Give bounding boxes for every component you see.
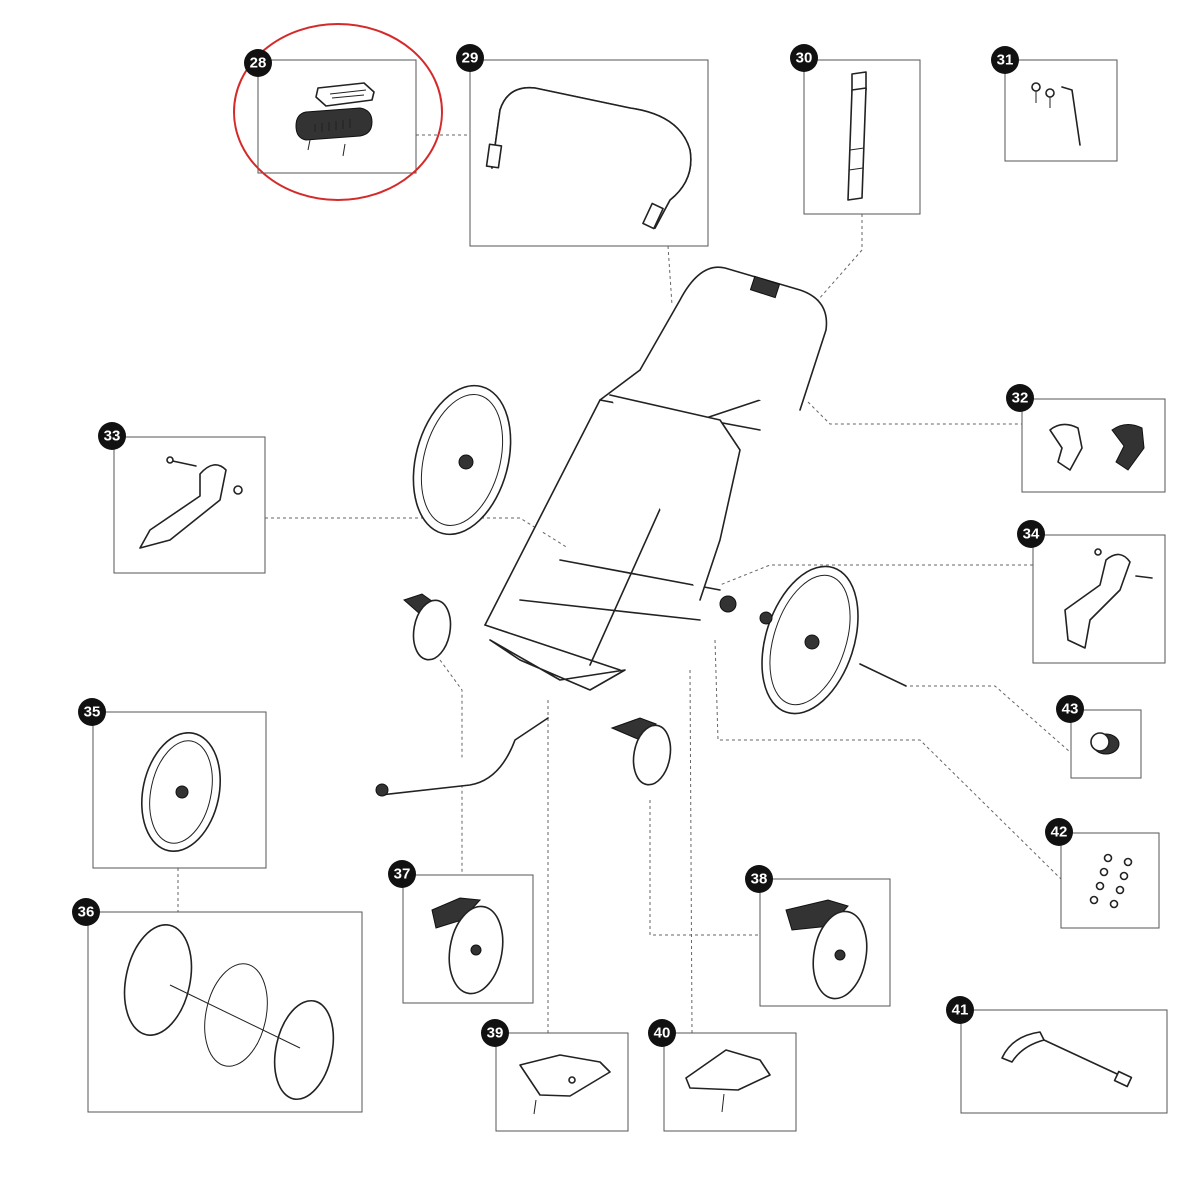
part-40-mount xyxy=(685,1049,771,1113)
svg-text:39: 39 xyxy=(487,1025,504,1042)
callout-39[interactable]: 39 xyxy=(481,1019,509,1047)
callout-36[interactable]: 36 xyxy=(72,898,100,926)
box-31[interactable] xyxy=(1004,59,1118,162)
part-33-left-arm xyxy=(139,456,243,549)
callout-35[interactable]: 35 xyxy=(78,698,106,726)
part-43-cap xyxy=(1090,732,1120,755)
callout-42[interactable]: 42 xyxy=(1045,818,1073,846)
highlight-circle xyxy=(233,23,443,201)
callout-33[interactable]: 33 xyxy=(98,422,126,450)
svg-text:42: 42 xyxy=(1051,824,1068,841)
part-36-tire-set xyxy=(123,924,335,1101)
callout-34[interactable]: 34 xyxy=(1017,520,1045,548)
part-39-mount xyxy=(519,1054,611,1115)
svg-text:30: 30 xyxy=(796,50,813,67)
box-41[interactable] xyxy=(960,1009,1168,1114)
svg-text:31: 31 xyxy=(997,52,1014,69)
svg-text:35: 35 xyxy=(84,704,101,721)
svg-text:37: 37 xyxy=(394,866,411,883)
part-42-bolts xyxy=(1089,853,1133,909)
svg-text:40: 40 xyxy=(654,1025,671,1042)
leader-lines xyxy=(177,134,1071,1034)
part-34-right-arm xyxy=(1064,548,1153,649)
callout-43[interactable]: 43 xyxy=(1056,695,1084,723)
part-37-stroller-wheel xyxy=(431,897,504,995)
part-35-rear-wheel xyxy=(140,731,222,853)
callout-28[interactable]: 28 xyxy=(244,49,272,77)
svg-text:32: 32 xyxy=(1012,390,1029,407)
callout-38[interactable]: 38 xyxy=(745,865,773,893)
callout-31[interactable]: 31 xyxy=(991,46,1019,74)
svg-text:34: 34 xyxy=(1023,526,1040,543)
main-frame-assembly xyxy=(375,266,907,797)
callout-40[interactable]: 40 xyxy=(648,1019,676,1047)
part-41-axle xyxy=(1001,1031,1133,1088)
callout-41[interactable]: 41 xyxy=(946,996,974,1024)
svg-text:36: 36 xyxy=(78,904,95,921)
svg-text:38: 38 xyxy=(751,871,768,888)
part-32-clips xyxy=(1049,423,1145,471)
part-30-wrist-strap xyxy=(847,71,867,201)
callout-badges: 28 29 30 31 32 33 34 35 36 37 38 39 40 4… xyxy=(72,44,1084,1047)
svg-text:41: 41 xyxy=(952,1002,969,1019)
svg-text:28: 28 xyxy=(250,55,267,72)
callout-30[interactable]: 30 xyxy=(790,44,818,72)
part-28-grip-clip xyxy=(295,82,375,157)
svg-text:43: 43 xyxy=(1062,701,1079,718)
svg-text:29: 29 xyxy=(462,50,479,67)
box-42[interactable] xyxy=(1060,832,1160,929)
part-38-stroller-wheel xyxy=(785,899,868,1000)
part-31-hardware xyxy=(1031,82,1081,146)
part-29-handlebar xyxy=(485,86,692,230)
callout-37[interactable]: 37 xyxy=(388,860,416,888)
svg-text:33: 33 xyxy=(104,428,121,445)
callout-32[interactable]: 32 xyxy=(1006,384,1034,412)
callout-29[interactable]: 29 xyxy=(456,44,484,72)
